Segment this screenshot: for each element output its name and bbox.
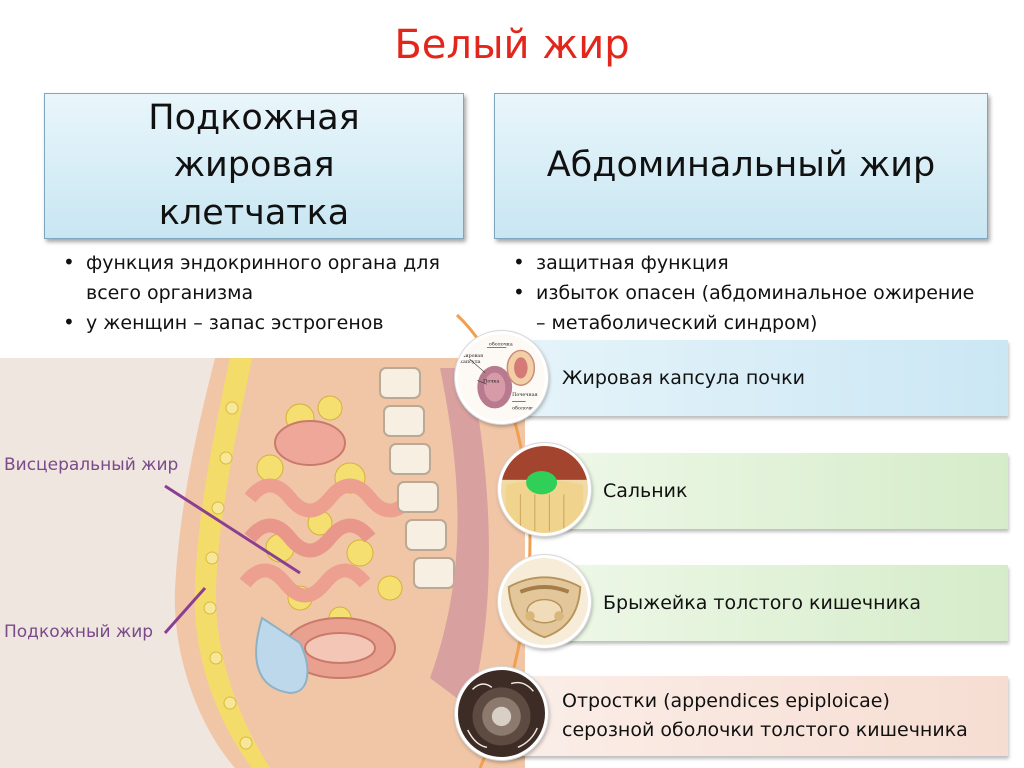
depot-label-line2: серозной оболочки толстого кишечника	[562, 719, 968, 741]
appendices-epiploicae-thumbnail	[455, 667, 548, 760]
depot-label-line1: Отростки (appendices epiploicae)	[562, 690, 890, 712]
bullet-item: защитная функция	[506, 247, 1006, 278]
bullet-item: функция эндокринного органа для всего ор…	[56, 247, 446, 308]
kidney-image: оболочка Жировая капсула Почка Почечная …	[458, 334, 545, 421]
depot-label: Сальник	[603, 480, 688, 502]
abdominal-fat-heading-box: Абдоминальный жир	[494, 93, 988, 239]
appendices-image	[458, 670, 545, 757]
omentum-image	[501, 446, 588, 533]
kidney-label-top: оболочка	[489, 341, 513, 348]
kidney-label-bottom2: оболочка	[512, 404, 536, 411]
subcutaneous-fat-heading-box: Подкожная жировая клетчатка	[44, 93, 464, 239]
mesentery-image	[501, 558, 588, 645]
depot-colon-mesentery: Брыжейка толстого кишечника	[545, 565, 1008, 641]
abdominal-fat-bullets: защитная функция избыток опасен (абдомин…	[506, 247, 1006, 338]
subcutaneous-fat-label: Подкожный жир	[4, 622, 154, 642]
kidney-label-bottom1: Почечная	[512, 392, 538, 398]
bullet-item: у женщин – запас эстрогенов	[56, 307, 476, 338]
kidney-label-right1: Жировая	[460, 353, 483, 359]
abdominal-fat-heading: Абдоминальный жир	[546, 145, 936, 186]
kidney-capsule-thumbnail: оболочка Жировая капсула Почка Почечная …	[455, 331, 548, 424]
bullet-item: избыток опасен (абдоминальное ожирение –…	[506, 277, 976, 338]
depot-appendices-epiploicae: Отростки (appendices epiploicae) серозно…	[505, 676, 1008, 756]
omentum-thumbnail	[498, 443, 591, 536]
colon-mesentery-thumbnail	[498, 555, 591, 648]
kidney-label-left: Почка	[483, 378, 499, 384]
depot-omentum: Сальник	[545, 453, 1008, 529]
slide-title: Белый жир	[394, 22, 630, 68]
abdominal-cross-section-illustration	[0, 348, 525, 768]
subcutaneous-fat-bullets: функция эндокринного органа для всего ор…	[56, 247, 476, 338]
depot-label: Жировая капсула почки	[562, 367, 805, 389]
depot-label: Брыжейка толстого кишечника	[603, 592, 922, 614]
subcutaneous-fat-heading: Подкожная жировая клетчатка	[148, 98, 360, 233]
depot-kidney-capsule: Жировая капсула почки	[505, 340, 1008, 416]
visceral-fat-label: Висцеральный жир	[4, 455, 179, 475]
kidney-label-right2: капсула	[460, 360, 481, 365]
